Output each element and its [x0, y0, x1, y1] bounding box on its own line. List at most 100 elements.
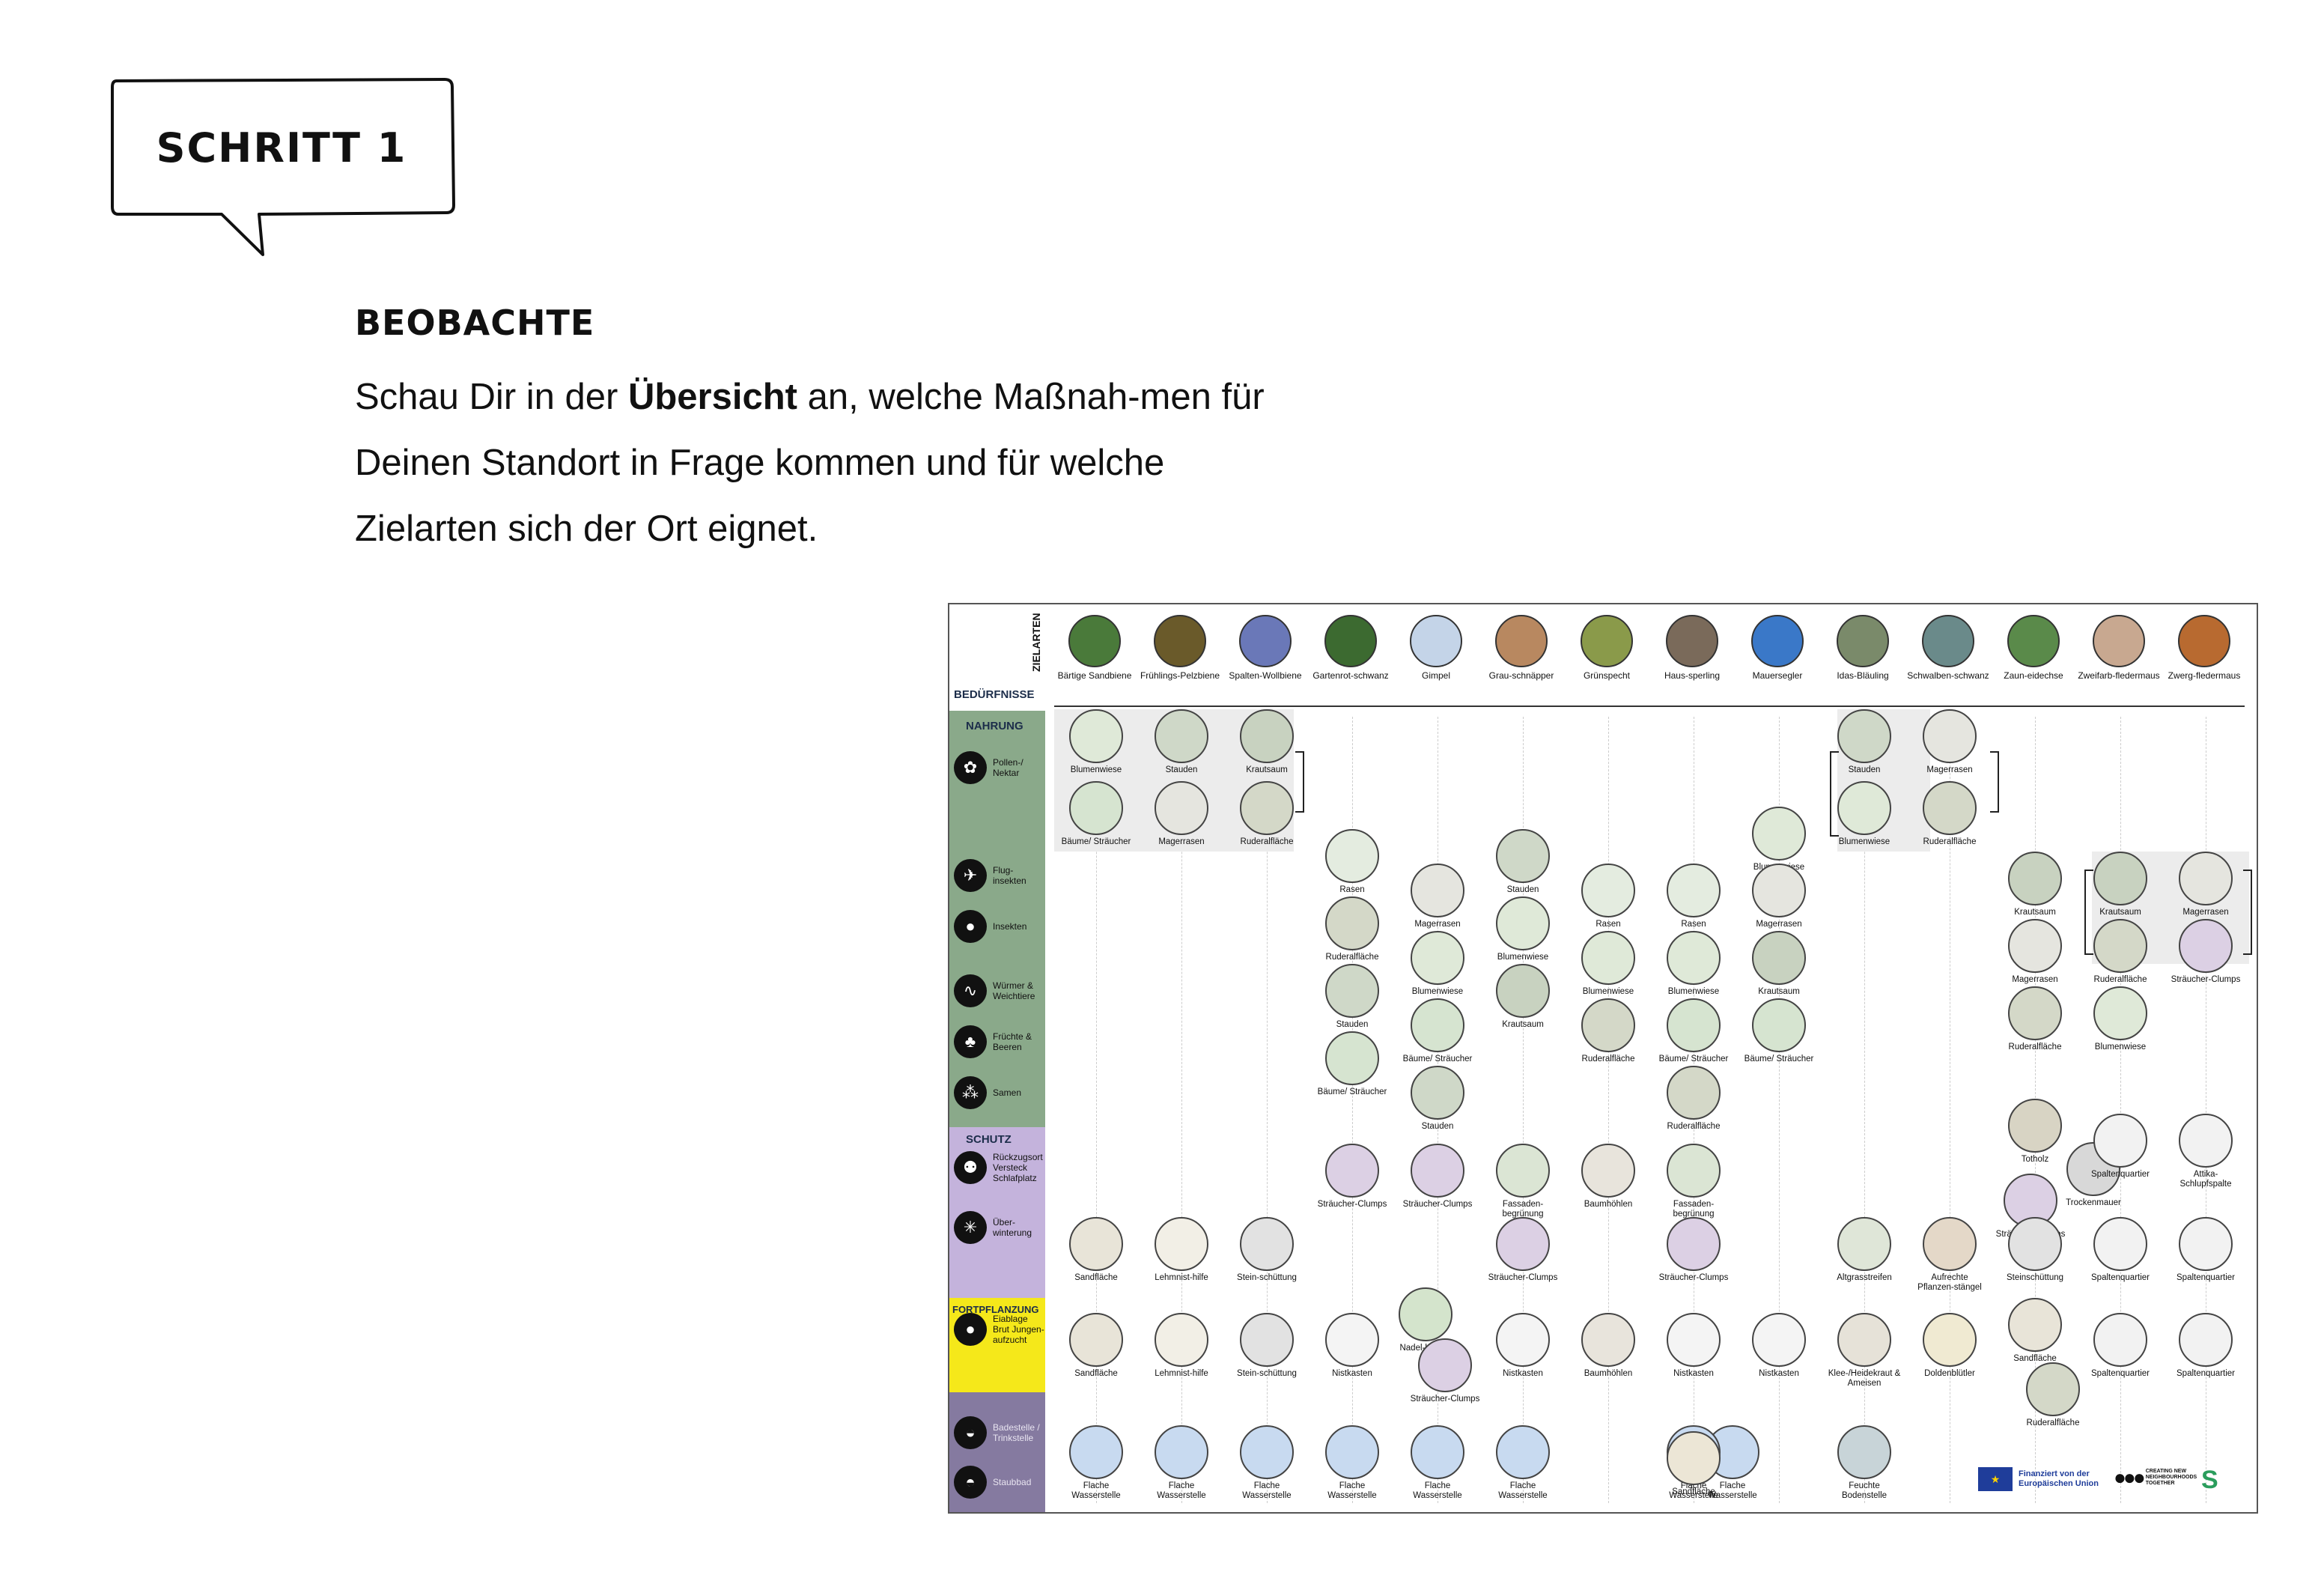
measure-illustration-icon: [2179, 852, 2233, 905]
column-guide: [1523, 717, 1524, 1503]
measure-illustration-icon: [1496, 1425, 1550, 1479]
measure-label: Flache Wasserstelle: [1157, 1481, 1206, 1500]
measure-item: Blumenwiese: [1827, 781, 1902, 847]
measure-label: Baumhöhlen: [1584, 1369, 1633, 1378]
need-icon: ●: [954, 910, 987, 943]
measure-label: Sträucher-Clumps: [1410, 1395, 1480, 1404]
need-label: Insekten: [993, 921, 1027, 932]
need-label: Früchte & Beeren: [993, 1031, 1032, 1052]
header-divider: [1054, 705, 2245, 707]
measure-illustration-icon: [1069, 1217, 1123, 1271]
measure-illustration-icon: [1411, 864, 1464, 917]
measure-label: Ruderalfläche: [1240, 837, 1294, 846]
measure-item: Klee-/Heidekraut & Ameisen: [1827, 1313, 1902, 1389]
measure-item: Nadel-bäume: [1388, 1287, 1463, 1353]
needs-column: NAHRUNG SCHUTZ FORTPFLANZUNG ✿Pollen-/ N…: [949, 604, 1045, 1512]
measure-item: Stauden: [1485, 829, 1560, 895]
measure-item: Spaltenquartier: [2168, 1313, 2243, 1379]
measure-illustration-icon: [1399, 1287, 1452, 1341]
species-name: Bärtige Sandbiene: [1057, 670, 1132, 681]
species-name: Zaun-eidechse: [2004, 670, 2063, 681]
measure-label: Stauden: [1848, 765, 1881, 774]
measure-illustration-icon: [1325, 896, 1379, 950]
measure-illustration-icon: [1069, 1313, 1123, 1367]
measure-illustration-icon: [1069, 781, 1123, 835]
column-guide: [1779, 717, 1780, 1503]
column-guide: [2120, 717, 2121, 1503]
measure-illustration-icon: [1069, 1425, 1123, 1479]
measure-item: Bäume/ Sträucher: [1059, 781, 1134, 847]
measure-item: Flache Wasserstelle: [1400, 1425, 1475, 1501]
measure-illustration-icon: [2093, 852, 2147, 905]
measure-illustration-icon: [1325, 1425, 1379, 1479]
measure-label: Flache Wasserstelle: [1327, 1481, 1377, 1500]
measure-label: Sträucher-Clumps: [1488, 1273, 1558, 1282]
need-icon: ♣: [954, 1025, 987, 1058]
measure-label: Rasen: [1339, 885, 1365, 894]
measure-label: Ruderalfläche: [1923, 837, 1977, 846]
species-photo-icon: [1154, 615, 1206, 667]
section-instructions: Schau Dir in der Übersicht an, welche Ma…: [355, 364, 1283, 562]
measure-item: Flache Wasserstelle: [1315, 1425, 1390, 1501]
measure-item: Ruderalfläche: [1571, 998, 1646, 1064]
measure-illustration-icon: [1325, 1144, 1379, 1198]
bracket: [2243, 870, 2252, 955]
measure-illustration-icon: [1667, 1431, 1721, 1485]
measure-illustration-icon: [2008, 986, 2062, 1040]
measure-item: Sandfläche: [1998, 1298, 2072, 1364]
measure-label: Stauden: [1165, 765, 1198, 774]
instructions-text-before: Schau Dir in der: [355, 377, 628, 417]
measure-label: Magerrasen: [1926, 765, 1973, 774]
measure-illustration-icon: [1923, 1217, 1977, 1271]
measure-illustration-icon: [1240, 781, 1294, 835]
measure-item: Stauden: [1315, 964, 1390, 1030]
need-label: Würmer & Weichtiere: [993, 980, 1035, 1001]
measure-item: Lehmnist-hilfe: [1144, 1217, 1219, 1283]
measure-item: Doldenblütler: [1912, 1313, 1987, 1379]
measure-label: Fassaden-begrünung: [1502, 1200, 1544, 1219]
measure-item: Stauden: [1827, 709, 1902, 775]
measure-item: Spaltenquartier: [2168, 1217, 2243, 1283]
measure-illustration-icon: [1837, 781, 1891, 835]
measure-label: Flache Wasserstelle: [1413, 1481, 1462, 1500]
measure-item: Stauden: [1144, 709, 1219, 775]
measure-label: Ruderalfläche: [1325, 953, 1379, 962]
measure-illustration-icon: [2093, 1217, 2147, 1271]
band-fortpflanzung-title: FORTPFLANZUNG: [952, 1304, 1039, 1315]
measure-illustration-icon: [2008, 1217, 2062, 1271]
measure-illustration-icon: [1667, 1217, 1721, 1271]
measure-label: Sandfläche: [1074, 1369, 1118, 1378]
measure-illustration-icon: [2093, 1114, 2147, 1168]
measure-illustration-icon: [2179, 1114, 2233, 1168]
measure-item: Spaltenquartier: [2083, 1313, 2158, 1379]
measure-illustration-icon: [1667, 864, 1721, 917]
zielarten-label: ZIELARTEN: [1030, 613, 1042, 672]
measure-item: Magerrasen: [1912, 709, 1987, 775]
measure-item: Krautsaum: [1229, 709, 1304, 775]
species-column-header: Bärtige Sandbiene: [1053, 615, 1137, 681]
measure-illustration-icon: [1418, 1338, 1472, 1392]
need-icon: ◓: [954, 1466, 987, 1499]
species-column-header: Haus-sperling: [1650, 615, 1734, 681]
beduerfnisse-label: BEDÜRFNISSE: [954, 688, 1035, 701]
bracket: [2084, 870, 2093, 955]
measure-illustration-icon: [2179, 919, 2233, 973]
species-photo-icon: [1324, 615, 1377, 667]
species-column-header: Schwalben-schwanz: [1906, 615, 1990, 681]
measure-label: Doldenblütler: [1924, 1369, 1975, 1378]
measure-illustration-icon: [2093, 1313, 2147, 1367]
measure-label: Krautsaum: [2099, 908, 2141, 917]
species-name: Haus-sperling: [1664, 670, 1721, 681]
measure-label: Magerrasen: [2012, 975, 2058, 984]
measure-label: Spaltenquartier: [2091, 1170, 2150, 1179]
measure-item: Rasen: [1656, 864, 1731, 929]
measure-illustration-icon: [1155, 1217, 1208, 1271]
species-name: Gimpel: [1421, 670, 1450, 681]
measure-illustration-icon: [1667, 931, 1721, 985]
measure-label: Ruderalfläche: [1667, 1122, 1721, 1131]
need-label: Rückzugsort Versteck Schlafplatz: [993, 1152, 1043, 1183]
species-name: Grau-schnäpper: [1488, 670, 1554, 681]
measure-label: Bäume/ Sträucher: [1061, 837, 1131, 846]
measure-illustration-icon: [1581, 1144, 1635, 1198]
species-photo-icon: [1239, 615, 1292, 667]
